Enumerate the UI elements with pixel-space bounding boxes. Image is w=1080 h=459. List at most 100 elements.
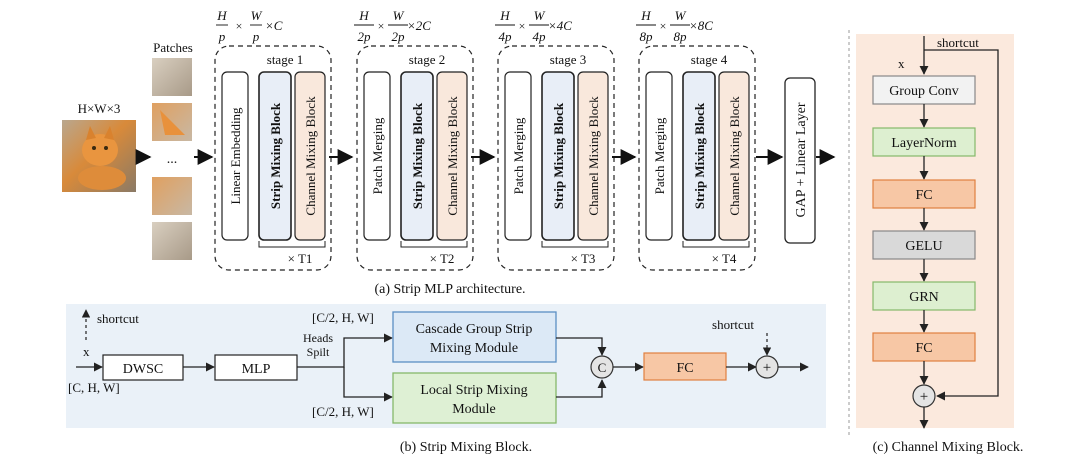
stage-first-block-box xyxy=(504,71,532,241)
channel-mixing-block-label: Channel Mixing Block xyxy=(727,96,742,216)
stage-name: stage 1 xyxy=(267,52,303,67)
c-group-conv-box xyxy=(872,75,976,105)
c-fc-1-label: FC xyxy=(915,188,932,203)
c-plus-label: + xyxy=(920,389,928,405)
b-fc-label: FC xyxy=(676,361,693,376)
stage-dim-channels: ×2C xyxy=(407,18,431,33)
stage-dim-h_den: 4p xyxy=(499,29,513,44)
shortcut-out-label: shortcut xyxy=(712,317,754,332)
b-plus-label: + xyxy=(763,360,771,376)
mlp-box xyxy=(214,354,298,381)
local-strip-mixing-module xyxy=(392,372,557,424)
stage-dim-h_num: H xyxy=(640,8,651,23)
stage-first-block-box xyxy=(363,71,391,241)
c-shortcut-label: shortcut xyxy=(937,35,979,50)
heads-split-line1: Heads xyxy=(303,331,333,345)
stage-first-block-label: Patch Merging xyxy=(511,117,526,194)
c-fc-1-box xyxy=(872,179,976,209)
channel-mixing-block-label: Channel Mixing Block xyxy=(586,96,601,216)
c-x-label: x xyxy=(898,56,905,71)
channel-mixing-block-label: Channel Mixing Block xyxy=(445,96,460,216)
strip-mixing-block-box xyxy=(682,71,716,241)
stage-3: H 4p W 4p × ×4C stage 3 Patch Merging Strip Mixi… xyxy=(495,8,615,271)
stage-dim-h_den: 2p xyxy=(358,29,372,44)
stage-repeat-label: × T1 xyxy=(288,251,313,266)
stage-dim-w_num: W xyxy=(675,8,687,23)
stage-repeat-label: × T4 xyxy=(712,251,737,266)
stage-name: stage 4 xyxy=(691,52,728,67)
strip-mixing-block-box xyxy=(541,71,575,241)
channel-mixing-block-label: Channel Mixing Block xyxy=(303,96,318,216)
stage-repeat-label: × T2 xyxy=(430,251,455,266)
local-label-1: Local Strip Mixing xyxy=(420,383,527,398)
c-fc-2-label: FC xyxy=(915,341,932,356)
cascade-group-strip-mixing-module xyxy=(392,311,557,363)
patches-label: Patches xyxy=(153,40,193,55)
stage-dim-w_den: 4p xyxy=(533,29,547,44)
stage-dim-channels: ×4C xyxy=(548,18,572,33)
c-gelu-label: GELU xyxy=(905,239,942,254)
stage-dim-h_num: H xyxy=(216,8,227,23)
panel-b: shortcut x [C, H, W] DWSC MLP Heads Spil… xyxy=(66,304,826,455)
stage-first-block-label: Linear Embedding xyxy=(228,107,243,205)
stage-repeat-label: × T3 xyxy=(571,251,596,266)
stage-dim-times: × xyxy=(660,19,667,33)
gap-linear-layer-label: GAP + Linear Layer xyxy=(794,102,809,217)
c-layernorm-box xyxy=(872,127,976,157)
caption-b: (b) Strip Mixing Block. xyxy=(400,440,532,455)
concat-label: C xyxy=(598,360,607,375)
stage-dim-h_num: H xyxy=(499,8,510,23)
cascade-label-2: Mixing Module xyxy=(430,341,518,356)
input-size-label: H×W×3 xyxy=(78,101,121,116)
strip-mixing-block-label: Strip Mixing Block xyxy=(551,102,566,209)
stage-dim-channels: ×8C xyxy=(689,18,713,33)
b-fc-box xyxy=(643,352,727,381)
stage-first-block-label: Patch Merging xyxy=(370,117,385,194)
b-x-label: x xyxy=(83,344,90,359)
c-gelu-box xyxy=(872,230,976,260)
local-label-2: Module xyxy=(452,402,496,417)
stage-name: stage 3 xyxy=(550,52,586,67)
stage-dim-w_num: W xyxy=(534,8,546,23)
mlp-label: MLP xyxy=(242,362,271,377)
channel-mixing-block-box xyxy=(718,71,750,241)
stage-dim-channels: ×C xyxy=(265,18,283,33)
stage-dim-w_den: 8p xyxy=(674,29,688,44)
c-grn-label: GRN xyxy=(909,290,939,305)
caption-c: (c) Channel Mixing Block. xyxy=(873,440,1024,455)
shortcut-in-label: shortcut xyxy=(97,311,139,326)
stage-dashed-box xyxy=(638,45,756,271)
stage-dim-h_num: H xyxy=(358,8,369,23)
stage-name: stage 2 xyxy=(409,52,445,67)
input-cat-image xyxy=(62,120,136,192)
cascade-label-1: Cascade Group Strip xyxy=(416,322,533,337)
stage-dim-w_num: W xyxy=(251,8,263,23)
stage-4: H 8p W 8p × ×8C stage 4 Patch Merging Strip Mixi… xyxy=(636,8,756,271)
patch-images xyxy=(152,58,192,260)
c-layernorm-label: LayerNorm xyxy=(891,136,956,151)
caption-a: (a) Strip MLP architecture. xyxy=(374,282,525,297)
stage-dim-w_num: W xyxy=(393,8,405,23)
stage-dim-h_den: 8p xyxy=(640,29,654,44)
stage-dim-times: × xyxy=(519,19,526,33)
strip-mixing-block-label: Strip Mixing Block xyxy=(268,102,283,209)
channel-mixing-block-box xyxy=(436,71,468,241)
strip-mixing-block-box xyxy=(400,71,434,241)
stage-dim-w_den: p xyxy=(252,29,260,44)
c-group-conv-label: Group Conv xyxy=(889,84,959,99)
stage-dim-times: × xyxy=(236,19,243,33)
strip-mixing-block-label: Strip Mixing Block xyxy=(692,102,707,209)
stage-first-block-label: Patch Merging xyxy=(652,117,667,194)
patches-ellipsis: ... xyxy=(167,152,178,167)
b-dim-in: [C, H, W] xyxy=(68,380,120,395)
channel-mixing-block-box xyxy=(577,71,609,241)
channel-mixing-block-box xyxy=(294,71,326,241)
stage-first-block-box xyxy=(645,71,673,241)
heads-split-line2: Spilt xyxy=(307,345,330,359)
strip-mixing-block-box xyxy=(258,71,292,241)
